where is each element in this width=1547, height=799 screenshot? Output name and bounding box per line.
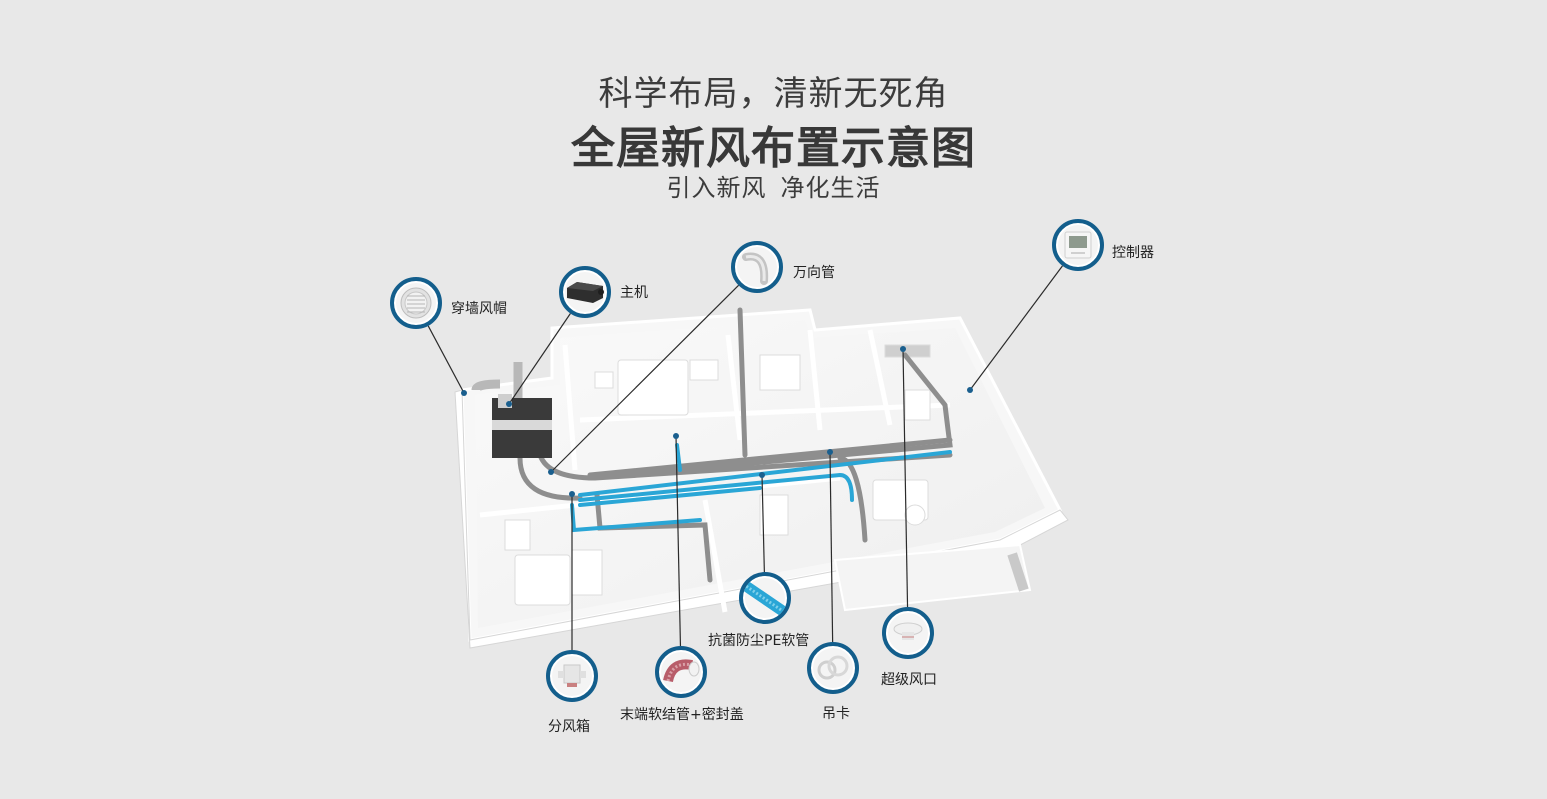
page-subtitle: 引入新风净化生活: [0, 168, 1547, 203]
subtitle-part-2: 净化生活: [780, 174, 881, 202]
air-outlet-label: 超级风口: [881, 672, 937, 688]
main-unit-callout[interactable]: [559, 266, 611, 318]
main-unit-leader-line: [508, 313, 571, 405]
wall-vent-cap-icon: [399, 286, 433, 320]
leader-lines: [427, 265, 1063, 650]
blue-ducts: [570, 443, 952, 533]
controller-anchor-dot: [967, 387, 973, 393]
end-flex-duct-leader-line: [675, 435, 682, 647]
universal-pipe-callout[interactable]: [731, 241, 783, 293]
main-unit-label: 主机: [620, 285, 648, 301]
distribution-box-anchor-dot: [569, 491, 575, 497]
controller-label: 控制器: [1112, 245, 1154, 261]
pe-hose-icon: [743, 576, 787, 620]
distribution-box-callout[interactable]: [546, 650, 598, 702]
page-title: 全屋新风布置示意图: [571, 123, 976, 174]
air-outlet-leader-line: [902, 348, 909, 608]
universal-pipe-leader-line: [550, 284, 739, 473]
controller-callout[interactable]: [1052, 219, 1104, 271]
air-outlet-icon: [890, 618, 926, 648]
air-outlet-callout[interactable]: [882, 607, 934, 659]
pe-hose-label: 抗菌防尘PE软管: [708, 633, 810, 649]
air-outlet-anchor-dot: [900, 346, 906, 352]
end-flex-duct-callout[interactable]: [655, 646, 707, 698]
pe-hose-anchor-dot: [759, 472, 765, 478]
distribution-box-label: 分风箱: [548, 719, 590, 735]
hanger-clip-label: 吊卡: [822, 706, 850, 722]
end-flex-duct-label: 末端软结管+密封盖: [620, 707, 744, 723]
hanger-clip-icon: [815, 653, 851, 683]
hanger-clip-callout[interactable]: [807, 642, 859, 694]
grey-ducts: [517, 307, 953, 583]
wall-cap-callout[interactable]: [390, 277, 442, 329]
ventilation-unit-icon: [565, 280, 605, 304]
wall-cap-anchor-dot: [461, 390, 467, 396]
hanger-clip-leader-line: [829, 451, 834, 643]
subtitle-part-1: 引入新风: [666, 174, 767, 202]
end-flex-duct-anchor-dot: [673, 433, 679, 439]
wall-cap-label: 穿墙风帽: [451, 301, 507, 317]
universal-pipe-anchor-dot: [548, 469, 554, 475]
universal-pipe-label: 万向管: [793, 265, 835, 281]
hanger-clip-anchor-dot: [827, 449, 833, 455]
ventilation-main-unit: [471, 362, 552, 458]
headline-slogan: 科学布局，清新无死角: [598, 74, 949, 114]
pe-hose-callout[interactable]: [739, 572, 791, 624]
pe-hose-leader-line: [761, 474, 765, 573]
main-unit-anchor-dot: [506, 401, 512, 407]
elbow-pipe-icon: [740, 249, 774, 285]
wall-cap-leader-line: [427, 325, 465, 394]
controller-panel-icon: [1063, 230, 1093, 260]
controller-leader-line: [969, 265, 1063, 391]
distribution-box-icon: [555, 659, 589, 693]
flex-duct-icon: [662, 655, 700, 689]
furniture: [504, 344, 931, 606]
